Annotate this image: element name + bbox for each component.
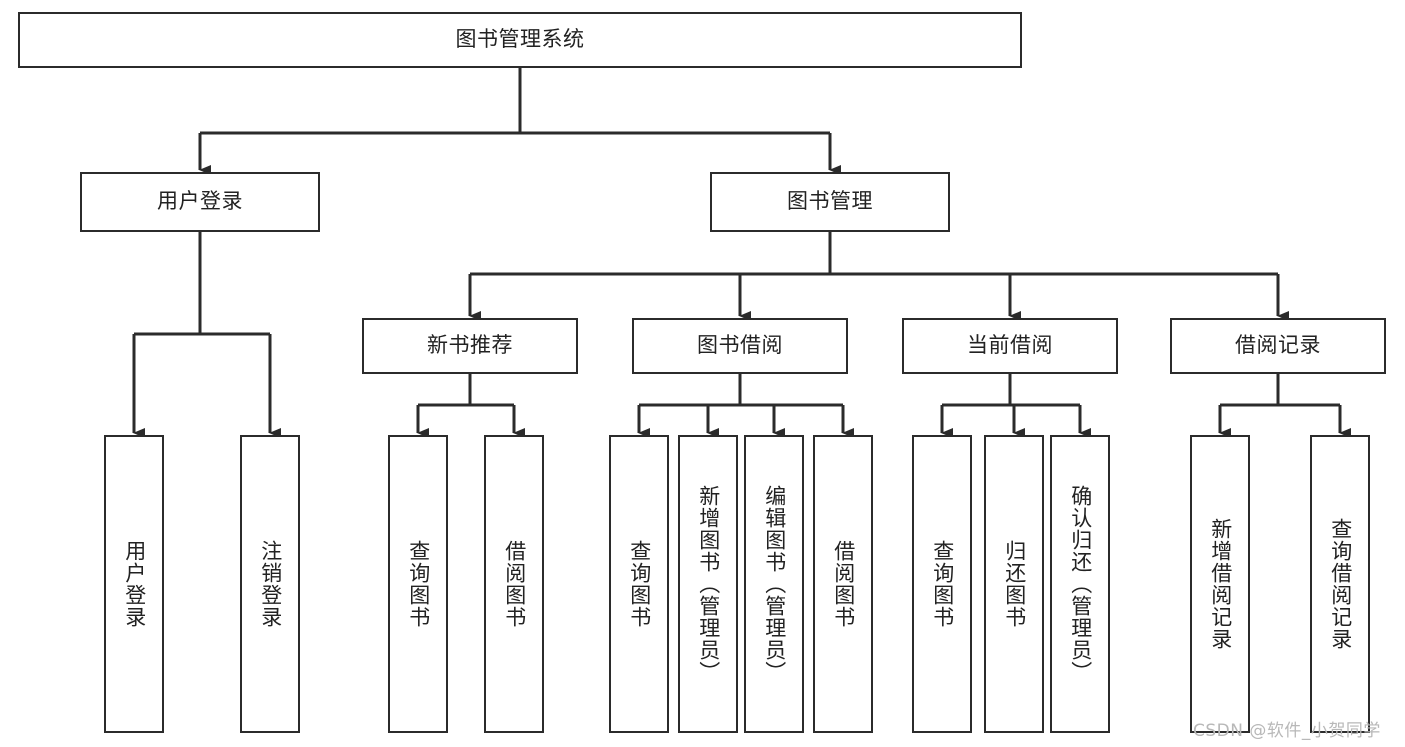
- node-root[interactable]: 图书管理系统: [18, 12, 1022, 68]
- leaf-add-book-admin[interactable]: 新增图书（管理员）: [678, 435, 738, 733]
- node-book-borrow[interactable]: 图书借阅: [632, 318, 848, 374]
- leaf-add-book-admin-label: 新增图书（管理员）: [696, 485, 721, 683]
- leaf-confirm-return-admin[interactable]: 确认归还（管理员）: [1050, 435, 1110, 733]
- leaf-edit-book-admin-label: 编辑图书（管理员）: [762, 485, 787, 683]
- leaf-add-borrow-record-label: 新增借阅记录: [1208, 518, 1233, 650]
- leaf-return-book[interactable]: 归还图书: [984, 435, 1044, 733]
- leaf-user-logout[interactable]: 注销登录: [240, 435, 300, 733]
- leaf-query-borrow-record[interactable]: 查询借阅记录: [1310, 435, 1370, 733]
- leaf-add-borrow-record[interactable]: 新增借阅记录: [1190, 435, 1250, 733]
- node-new-book-recommend-label: 新书推荐: [427, 333, 513, 358]
- leaf-borrow-book-label: 借阅图书: [831, 540, 856, 628]
- node-current-borrow-label: 当前借阅: [967, 333, 1053, 358]
- leaf-confirm-return-admin-label: 确认归还（管理员）: [1068, 485, 1093, 683]
- node-book-borrow-label: 图书借阅: [697, 333, 783, 358]
- node-user-login-label: 用户登录: [157, 189, 243, 214]
- node-root-label: 图书管理系统: [455, 27, 585, 52]
- leaf-borrow-book-newbook-label: 借阅图书: [502, 540, 527, 628]
- leaf-query-book-current[interactable]: 查询图书: [912, 435, 972, 733]
- leaf-query-book-borrow-label: 查询图书: [627, 540, 652, 628]
- leaf-query-book-newbook[interactable]: 查询图书: [388, 435, 448, 733]
- leaf-edit-book-admin[interactable]: 编辑图书（管理员）: [744, 435, 804, 733]
- node-borrow-record[interactable]: 借阅记录: [1170, 318, 1386, 374]
- leaf-user-login[interactable]: 用户登录: [104, 435, 164, 733]
- node-book-management[interactable]: 图书管理: [710, 172, 950, 232]
- leaf-user-logout-label: 注销登录: [258, 540, 283, 628]
- leaf-return-book-label: 归还图书: [1002, 540, 1027, 628]
- leaf-borrow-book[interactable]: 借阅图书: [813, 435, 873, 733]
- node-current-borrow[interactable]: 当前借阅: [902, 318, 1118, 374]
- node-book-management-label: 图书管理: [787, 189, 873, 214]
- leaf-query-borrow-record-label: 查询借阅记录: [1328, 518, 1353, 650]
- leaf-query-book-newbook-label: 查询图书: [406, 540, 431, 628]
- leaf-query-book-borrow[interactable]: 查询图书: [609, 435, 669, 733]
- node-new-book-recommend[interactable]: 新书推荐: [362, 318, 578, 374]
- leaf-user-login-label: 用户登录: [122, 540, 147, 628]
- node-user-login[interactable]: 用户登录: [80, 172, 320, 232]
- leaf-query-book-current-label: 查询图书: [930, 540, 955, 628]
- leaf-borrow-book-newbook[interactable]: 借阅图书: [484, 435, 544, 733]
- node-borrow-record-label: 借阅记录: [1235, 333, 1321, 358]
